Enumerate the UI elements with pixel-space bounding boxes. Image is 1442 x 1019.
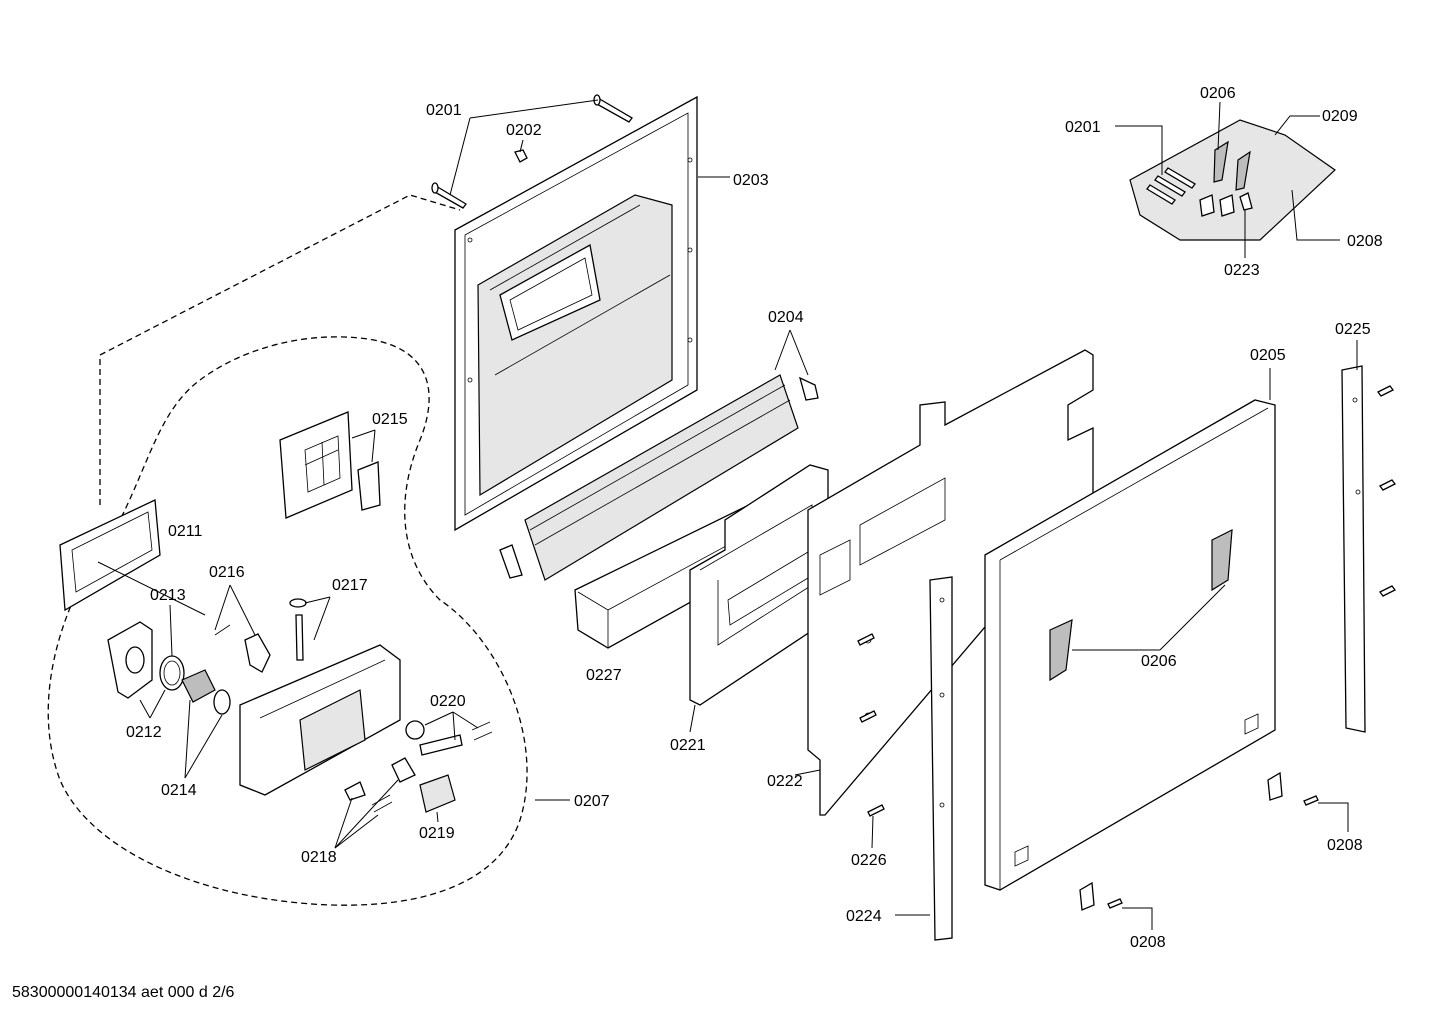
label-0221: 0221 (670, 737, 706, 754)
parts-0218 (344, 757, 416, 813)
grille-0215 (279, 411, 381, 519)
label-0217: 0217 (332, 577, 368, 594)
label-0212: 0212 (126, 724, 162, 741)
label-0215: 0215 (372, 411, 408, 428)
fittings-bag (1129, 119, 1336, 241)
label-0208-a: 0208 (1347, 233, 1383, 250)
label-0218: 0218 (301, 849, 337, 866)
spring-0216 (214, 624, 271, 673)
inner-door-0203 (454, 95, 698, 532)
part-labels: 0201 0202 0203 0204 0205 0206 0201 0209 … (126, 85, 1383, 951)
screws-0226 (857, 633, 885, 817)
plunger-0217 (289, 598, 307, 661)
label-0205: 0205 (1250, 347, 1286, 364)
document-number: 58300000140134 aet 000 d 2/6 (12, 984, 235, 1001)
panel-0221 (689, 464, 829, 706)
label-0214: 0214 (161, 782, 197, 799)
lever-0220 (405, 720, 493, 756)
screws-0225 (1377, 385, 1396, 597)
label-0224: 0224 (846, 908, 882, 925)
label-0222: 0222 (767, 773, 803, 790)
gasket-frame-0211 (59, 499, 161, 612)
screw-0201-left (431, 182, 467, 209)
label-0201-a: 0201 (426, 102, 462, 119)
label-0206-b: 0206 (1141, 653, 1177, 670)
label-0223: 0223 (1224, 262, 1260, 279)
cover-0212 (107, 621, 153, 699)
label-0201-b: 0201 (1065, 119, 1101, 136)
label-0203: 0203 (733, 172, 769, 189)
label-0213: 0213 (150, 587, 186, 604)
label-0208-c: 0208 (1130, 934, 1166, 951)
label-0202: 0202 (506, 122, 542, 139)
clip-0202 (514, 149, 528, 163)
dispenser-housing (239, 644, 401, 796)
label-0207: 0207 (574, 793, 610, 810)
label-0219: 0219 (419, 825, 455, 842)
ring-0213 (159, 655, 185, 691)
label-0225: 0225 (1335, 321, 1371, 338)
label-0208-b: 0208 (1327, 837, 1363, 854)
leader-lines (97, 99, 1358, 930)
label-0204: 0204 (768, 309, 804, 326)
outer-panel-0205 (984, 399, 1276, 891)
label-0211: 0211 (168, 523, 203, 540)
solenoid-0219 (419, 774, 456, 813)
label-0220: 0220 (430, 693, 466, 710)
strip-0225 (1341, 365, 1366, 733)
brackets-0208 (1079, 771, 1319, 911)
label-0209: 0209 (1322, 108, 1358, 125)
label-0226: 0226 (851, 852, 887, 869)
label-0216: 0216 (209, 564, 245, 581)
rail-0204 (499, 374, 819, 581)
valve-0214 (181, 669, 231, 715)
label-0227: 0227 (586, 667, 622, 684)
label-0206-a: 0206 (1200, 85, 1236, 102)
dashed-leader-0211 (99, 194, 461, 505)
screw-0201-top (593, 94, 633, 123)
strip-0224 (929, 576, 953, 941)
